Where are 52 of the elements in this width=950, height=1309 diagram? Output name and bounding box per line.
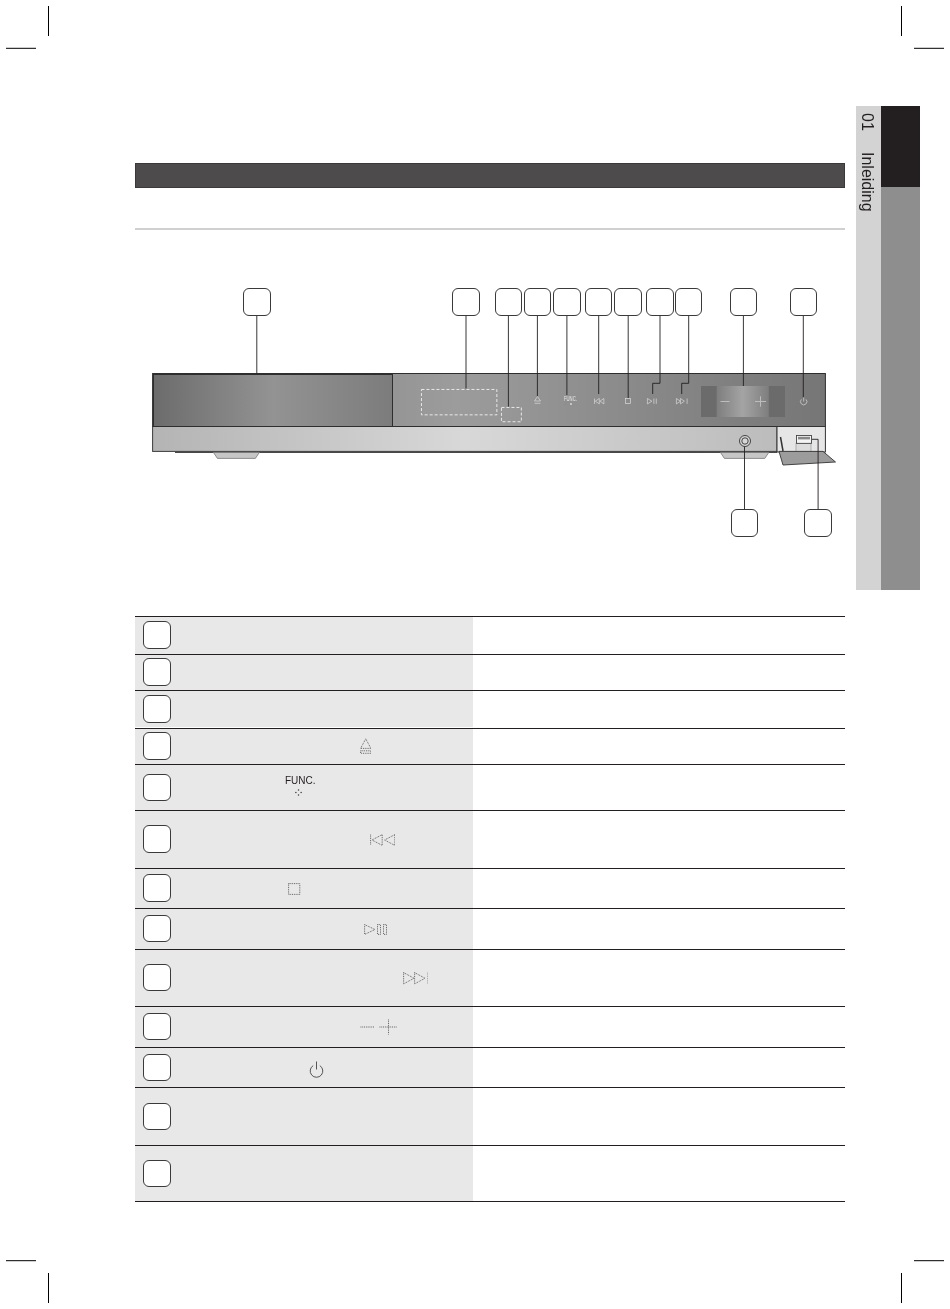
leader-line	[536, 315, 538, 397]
power-icon	[799, 397, 807, 406]
callout-box	[143, 695, 171, 723]
volume-control	[701, 386, 785, 417]
stop-icon	[625, 398, 632, 404]
leader-line	[802, 315, 804, 398]
callout-box	[143, 1102, 171, 1130]
callout-box	[143, 621, 171, 649]
leader-line	[566, 315, 568, 396]
audio-jack	[738, 434, 751, 447]
leader-line	[742, 315, 744, 387]
leader-line	[652, 315, 661, 395]
callout-box	[143, 658, 171, 686]
leader-line	[744, 446, 745, 510]
callout-box	[789, 288, 818, 316]
callout-box	[243, 288, 271, 316]
function-label: FUNC.	[285, 775, 316, 786]
sensor-window	[500, 406, 522, 422]
callout-box	[143, 1159, 171, 1188]
chapter-title: Inleiding	[859, 152, 875, 212]
disc-tray	[152, 373, 393, 427]
callout-box	[494, 288, 523, 316]
callout-box	[523, 288, 552, 316]
callout-box	[804, 509, 832, 537]
leader-line	[465, 315, 467, 389]
callout-box	[452, 288, 480, 316]
callout-box	[646, 288, 674, 316]
callout-box	[143, 773, 171, 801]
callout-box	[729, 288, 758, 316]
leader-line	[681, 315, 690, 395]
side-tab	[856, 106, 881, 590]
display-window	[420, 388, 497, 415]
callout-box	[143, 963, 171, 992]
leader-line	[507, 315, 509, 408]
callout-box	[143, 1012, 171, 1041]
callout-box	[143, 1053, 171, 1082]
leader-line	[598, 315, 600, 395]
callout-box	[584, 288, 613, 316]
callout-box	[143, 732, 171, 760]
callout-box	[143, 914, 171, 943]
leader-line	[627, 315, 629, 399]
callout-box	[143, 874, 171, 902]
eject-icon	[534, 396, 541, 405]
callout-box	[730, 509, 759, 537]
callout-box	[674, 288, 703, 316]
leader-line	[811, 438, 819, 510]
leader-line	[256, 315, 258, 374]
chapter-number: 01	[859, 113, 875, 131]
callout-box	[614, 288, 642, 316]
callout-box	[143, 825, 171, 853]
usb-port	[795, 434, 812, 444]
callout-box	[553, 288, 581, 316]
